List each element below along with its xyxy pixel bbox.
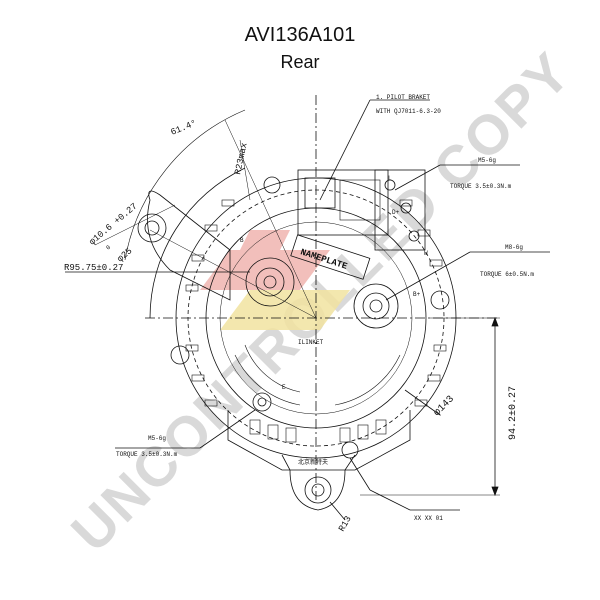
bottom-mount-hole-outer <box>304 476 332 504</box>
label-angle-61: 61.4° <box>169 118 198 137</box>
bottom-screw <box>341 441 359 459</box>
pulley-bolt-outer <box>245 257 295 307</box>
dim-94-arrow-bottom <box>491 486 499 497</box>
label-b-plus: B+ <box>413 291 421 298</box>
terminal-w <box>408 230 420 242</box>
dim-r23-line <box>239 139 251 201</box>
angle-arc <box>124 109 246 261</box>
leader-xx <box>349 457 371 491</box>
b-plus-terminal-outer <box>353 283 399 329</box>
bottom-mount-hole <box>311 483 325 497</box>
label-xx: XX XX 01 <box>414 515 443 522</box>
label-terminal-l: L <box>388 175 392 182</box>
label-r13: R13 <box>337 514 354 533</box>
label-dia-143: φ143 <box>432 394 457 419</box>
label-terminal-d: D+ <box>392 209 400 216</box>
label-hole-dia-sub: 0 <box>105 244 113 252</box>
label-pilot-2: WITH QJ7011-6.3-20 <box>376 108 441 115</box>
inner-ring-2 <box>219 221 413 415</box>
label-torque-m8: TORQUE 6±0.5N.m <box>480 271 534 278</box>
regulator-block <box>297 169 389 236</box>
terminal-d <box>400 202 412 214</box>
terminal-l <box>384 179 396 191</box>
leader-r13 <box>329 501 346 521</box>
label-b-minus: B <box>240 237 244 244</box>
label-m5-top: M5-6g <box>478 157 496 164</box>
label-torque-top: TORQUE 3.5±0.3N.m <box>450 183 512 190</box>
vent-arc-1 <box>234 354 301 406</box>
label-terminal-w: W <box>424 250 428 257</box>
r95-arc <box>149 167 246 319</box>
dim-94-arrow-top <box>491 316 499 327</box>
vent-arc-2 <box>244 344 301 393</box>
leader-143 <box>404 389 441 416</box>
ground-terminal <box>252 392 272 412</box>
left-mount-hole <box>144 220 160 236</box>
terminal-block <box>374 169 426 251</box>
nameplate <box>290 234 371 280</box>
label-m8: M8-6g <box>505 244 523 251</box>
left-mount-hole-outer <box>137 213 167 243</box>
leader-xx-2 <box>369 489 411 511</box>
label-hole-dia: φ10.6 +0.27 <box>88 201 140 247</box>
dim-hole-line <box>94 204 176 246</box>
top-left-screw <box>263 176 281 194</box>
left-mount-ear <box>147 190 231 301</box>
b-plus-terminal <box>362 292 390 320</box>
ground-terminal-core <box>257 397 267 407</box>
label-dim-94: 94.2±0.27 <box>508 386 519 440</box>
connector-housing <box>339 179 381 221</box>
leader-m5-top <box>394 164 441 191</box>
plug-connector <box>304 177 336 209</box>
lower-bracket <box>227 410 411 471</box>
leader-pilot <box>319 99 371 201</box>
angle-ref-line-2 <box>224 119 317 319</box>
label-m5-bottom: M5-6g <box>148 435 166 442</box>
label-r95: R95.75±0.27 <box>64 263 123 273</box>
left-screw <box>170 345 190 365</box>
angle-ref-line <box>149 229 317 319</box>
brand-logo <box>200 230 350 330</box>
drawing-title: AVI136A101 <box>244 24 356 46</box>
label-r23: R23max <box>233 142 250 176</box>
pulley-bolt <box>255 267 285 297</box>
label-torque-bottom: TORQUE 3.5±0.3N.m <box>116 451 178 458</box>
right-screw <box>430 290 450 310</box>
label-e: E <box>282 384 286 391</box>
vent-arc-3 <box>334 354 401 406</box>
label-pilot-1: 1. PILOT BRAKET <box>376 94 430 101</box>
drawing-subtitle: Rear <box>280 52 320 72</box>
label-center-brand: ILINKET <box>298 339 324 346</box>
leader-m5-bottom <box>199 409 256 449</box>
b-plus-terminal-core <box>369 299 383 313</box>
pulley-bolt-core <box>263 275 277 289</box>
leader-m8 <box>385 251 471 301</box>
label-dia-25: φ25 <box>116 246 135 264</box>
label-chinese: 北京新特夫 <box>298 458 328 466</box>
bottom-mount-ear <box>281 454 356 511</box>
